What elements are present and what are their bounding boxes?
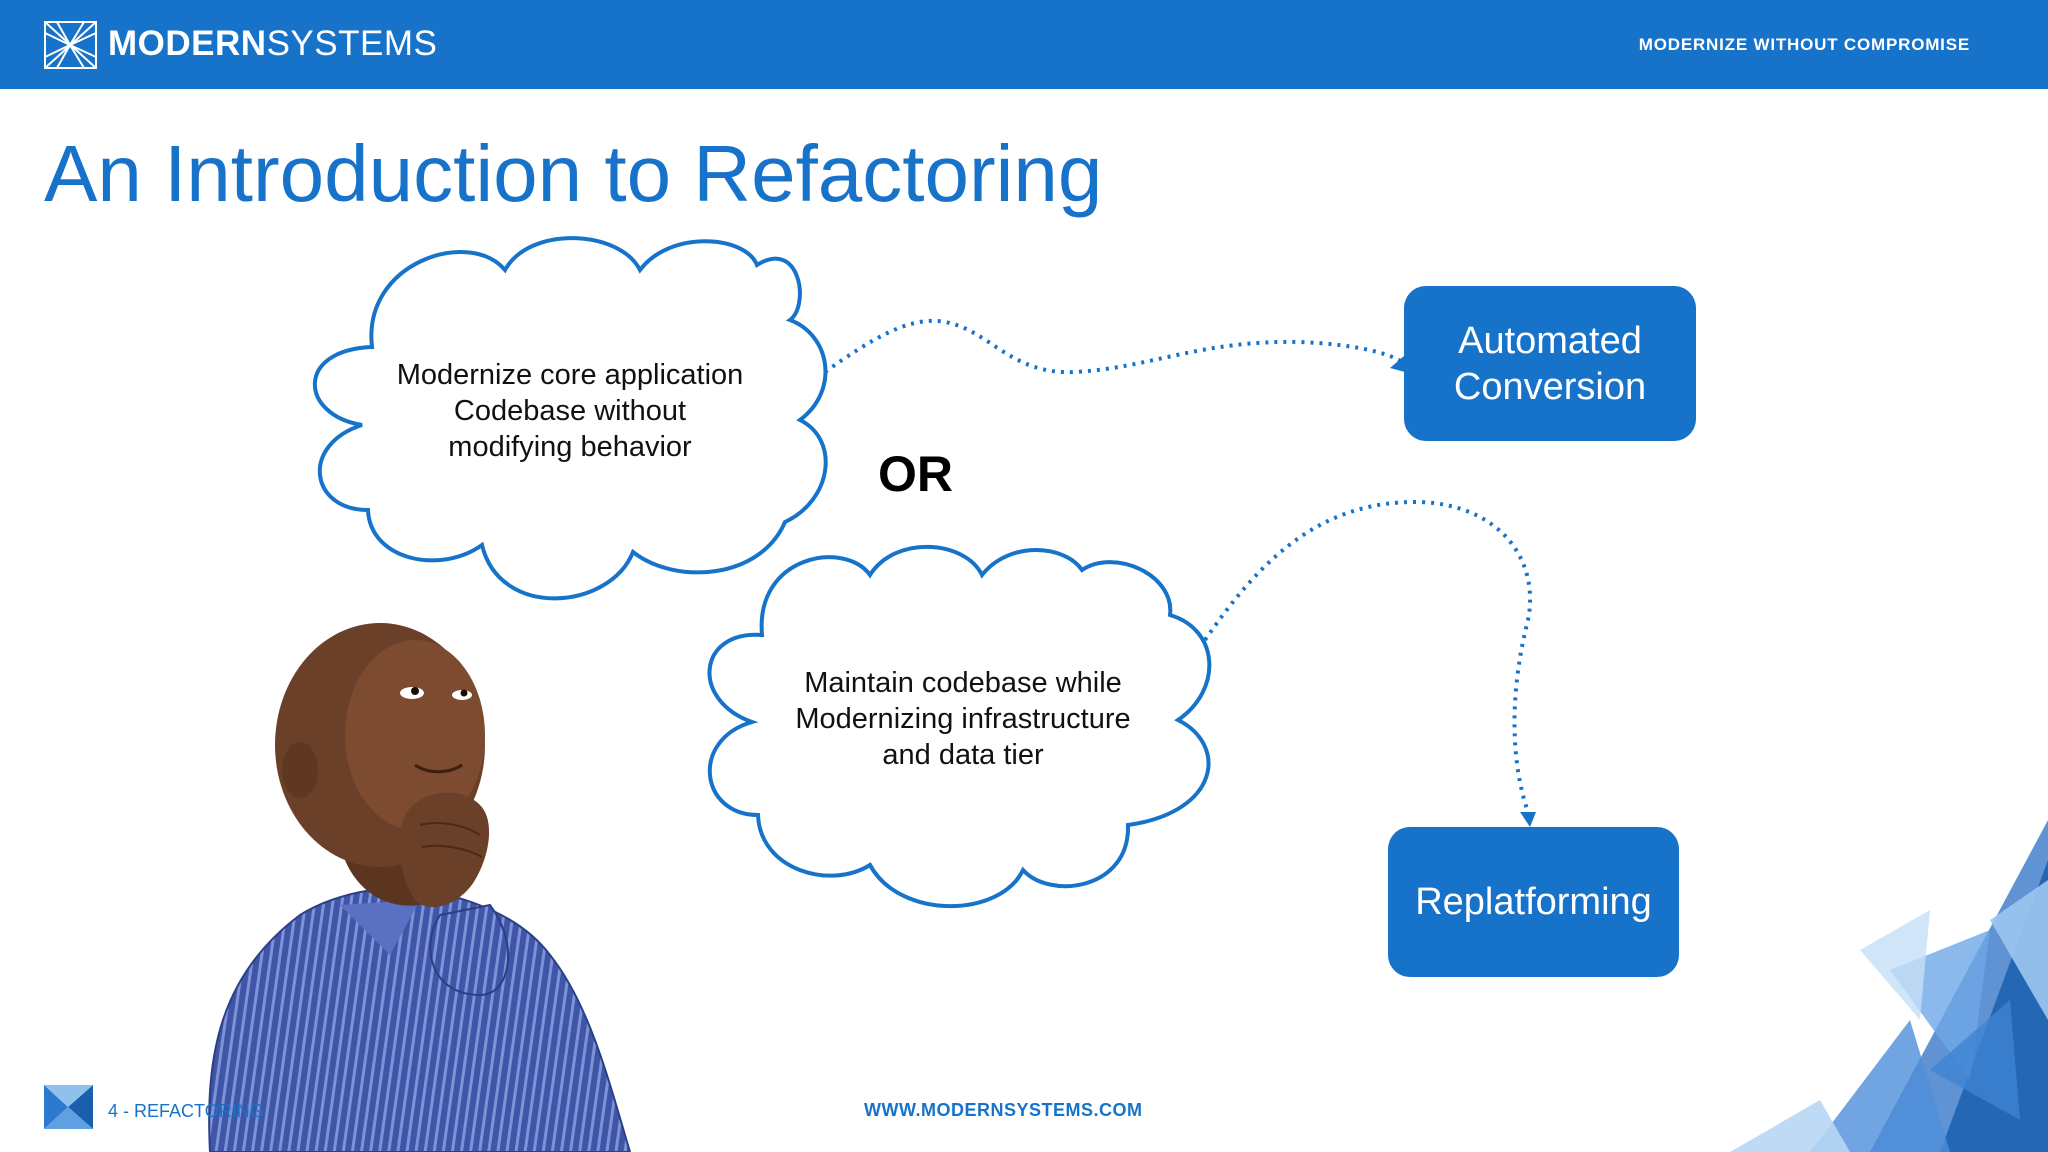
automated-conversion-line-1: Automated [1458,319,1642,362]
brand-name-light: SYSTEMS [266,24,438,63]
modernsystems-mark-icon [44,1085,93,1129]
brand-name: MODERNSYSTEMS [108,22,437,66]
brand-name-bold: MODERN [108,24,267,63]
footer-url: WWW.MODERNSYSTEMS.COM [864,1100,1143,1120]
footer-page-number: 4 [108,1101,119,1121]
cloud-2-line-2: Modernizing infrastructure [795,703,1131,735]
cloud-2-text: Maintain codebase while Modernizing infr… [773,665,1153,773]
or-label: OR [878,446,953,502]
footer-separator: - [123,1101,130,1121]
automated-conversion-line-2: Conversion [1453,365,1647,408]
arrowhead-replatforming-icon [1520,812,1536,827]
thought-cloud-2 [707,544,1212,909]
cloud-1-line-1: Modernize core application [396,359,744,391]
thinking-person-image [208,623,632,1152]
footer-page-info: 4 - REFACTORING [108,1100,264,1122]
connector-to-automated-conversion [823,318,1407,375]
cloud-2-line-3: and data tier [882,739,1044,771]
replatforming-label: Replatforming [1415,881,1652,923]
cloud-1-line-3: modifying behavior [448,431,692,463]
replatforming-box: Replatforming [1388,827,1679,977]
header-bar: MODERNSYSTEMS MODERNIZE WITHOUT COMPROMI… [0,0,2048,89]
automated-conversion-label: Automated Conversion [1454,318,1646,410]
cloud-1-line-2: Codebase without [453,395,687,427]
connector-to-replatforming [1203,499,1533,813]
decorative-corner-art [1730,820,2048,1152]
automated-conversion-box: Automated Conversion [1404,286,1696,441]
header-tagline: MODERNIZE WITHOUT COMPROMISE [1638,35,1970,54]
arrowhead-automated-conversion-icon [1390,356,1405,372]
thought-cloud-1 [312,236,828,601]
cloud-1-text: Modernize core application Codebase with… [370,357,770,465]
slide-title: An Introduction to Refactoring [44,129,1103,218]
modernsystems-logo-icon [44,21,97,69]
cloud-2-line-1: Maintain codebase while [804,667,1122,699]
footer-section-label: REFACTORING [134,1101,264,1121]
